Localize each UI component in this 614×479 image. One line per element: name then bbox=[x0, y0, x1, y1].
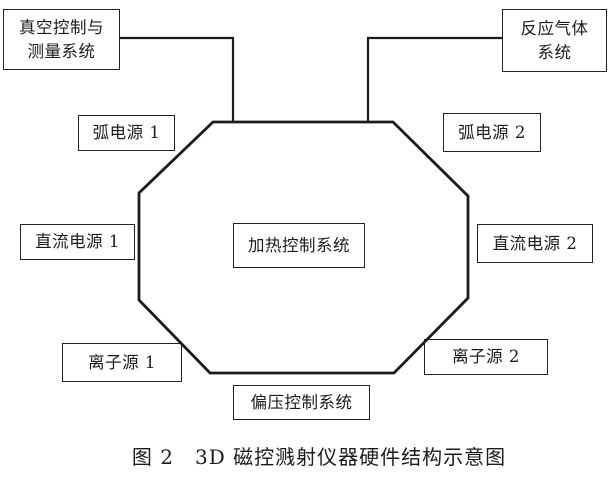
node-bias-control-system: 偏压控制系统 bbox=[233, 385, 370, 420]
node-label-line2: 测量系统 bbox=[27, 41, 96, 61]
node-label-line2: 系统 bbox=[537, 42, 572, 62]
node-dc-power-1: 直流电源 1 bbox=[20, 224, 135, 260]
node-reaction-gas-system: 反应气体 系统 bbox=[502, 9, 607, 72]
figure-caption: 图 2 3D 磁控溅射仪器硬件结构示意图 bbox=[131, 445, 507, 469]
connector-gas-line bbox=[366, 36, 502, 122]
connector-vacuum-line bbox=[120, 36, 235, 122]
node-dc-power-2: 直流电源 2 bbox=[477, 224, 593, 263]
node-label: 弧电源 1 bbox=[92, 123, 161, 143]
node-arc-power-1: 弧电源 1 bbox=[78, 115, 175, 151]
node-label-line1: 反应气体 bbox=[520, 18, 589, 38]
node-label: 加热控制系统 bbox=[248, 235, 350, 255]
node-label: 离子源 1 bbox=[88, 352, 156, 372]
node-label: 偏压控制系统 bbox=[250, 392, 353, 412]
node-label: 离子源 2 bbox=[452, 347, 520, 367]
node-arc-power-2: 弧电源 2 bbox=[443, 113, 541, 152]
node-ion-source-1: 离子源 1 bbox=[62, 343, 182, 382]
node-heating-control-system: 加热控制系统 bbox=[233, 223, 365, 268]
node-label-line1: 真空控制与 bbox=[19, 17, 104, 37]
node-ion-source-2: 离子源 2 bbox=[424, 339, 548, 375]
node-vacuum-control-measurement-system: 真空控制与 测量系统 bbox=[3, 9, 120, 70]
node-label: 直流电源 1 bbox=[35, 232, 120, 252]
node-label: 弧电源 2 bbox=[458, 122, 526, 142]
node-label: 直流电源 2 bbox=[492, 233, 578, 253]
